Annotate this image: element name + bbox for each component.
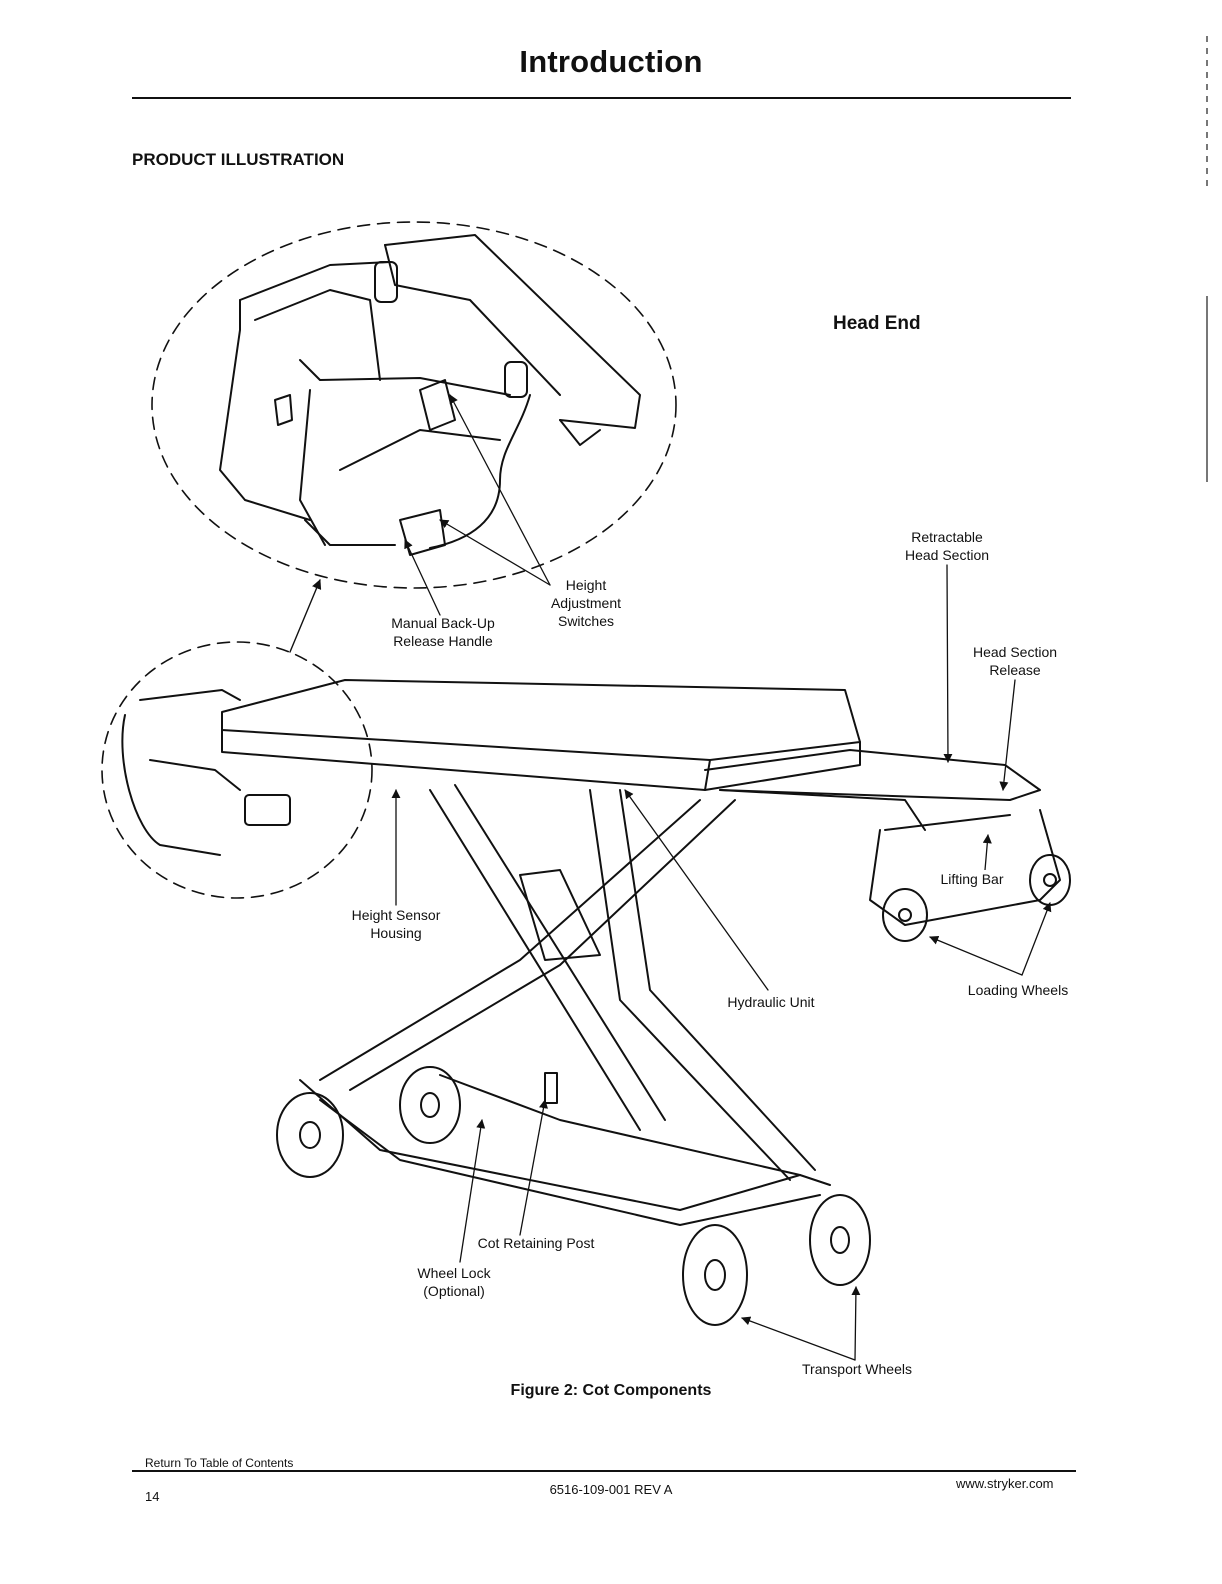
website-url: www.stryker.com: [956, 1476, 1054, 1491]
figure-caption: Figure 2: Cot Components: [510, 1382, 712, 1399]
leader-lines: [391, 394, 1052, 1361]
cot-drawing: [121, 679, 1061, 1226]
detail-view-drawing: [219, 234, 641, 556]
callout-head-section-release: Head Section Release: [972, 644, 1058, 678]
callout-transport-wheels: Transport Wheels: [802, 1361, 912, 1377]
callout-wheel-lock: Wheel Lock (Optional): [417, 1265, 491, 1299]
transport-wheel-rear-center: [399, 1066, 461, 1144]
callout-hydraulic-unit: Hydraulic Unit: [727, 994, 815, 1010]
callout-manual-backup-release-handle: Manual Back-Up Release Handle: [391, 615, 495, 649]
callout-loading-wheels: Loading Wheels: [967, 982, 1069, 998]
callout-cot-retaining-post: Cot Retaining Post: [477, 1235, 595, 1251]
page-number: 14: [145, 1489, 160, 1504]
footer-rule: [132, 1470, 1076, 1472]
transport-wheel-front-left: [682, 1224, 748, 1326]
page-title: Introduction: [519, 44, 703, 79]
detail-callout-ellipse: [151, 221, 677, 589]
scan-edge-mark: [1206, 36, 1208, 186]
callout-retractable-head-section: Retractable Head Section: [904, 529, 990, 563]
detail-source-circle: [101, 641, 373, 899]
transport-wheel-rear-left: [276, 1092, 344, 1178]
callout-height-sensor-housing: Height Sensor Housing: [351, 907, 441, 941]
document-number: 6516-109-001 REV A: [549, 1482, 673, 1497]
callout-lifting-bar: Lifting Bar: [926, 870, 1018, 888]
scan-edge-mark: [1206, 296, 1208, 482]
callout-height-adjustment-switches: Height Adjustment Switches: [550, 577, 622, 629]
head-end-label: Head End: [833, 313, 921, 334]
section-heading: PRODUCT ILLUSTRATION: [132, 150, 345, 169]
header-rule: [132, 97, 1071, 99]
loading-wheel-left: [882, 888, 928, 942]
toc-link[interactable]: Return To Table of Contents: [145, 1456, 294, 1470]
loading-wheel-right: [1029, 854, 1071, 906]
transport-wheel-front-right: [809, 1194, 871, 1286]
detail-arrow: [289, 579, 322, 653]
